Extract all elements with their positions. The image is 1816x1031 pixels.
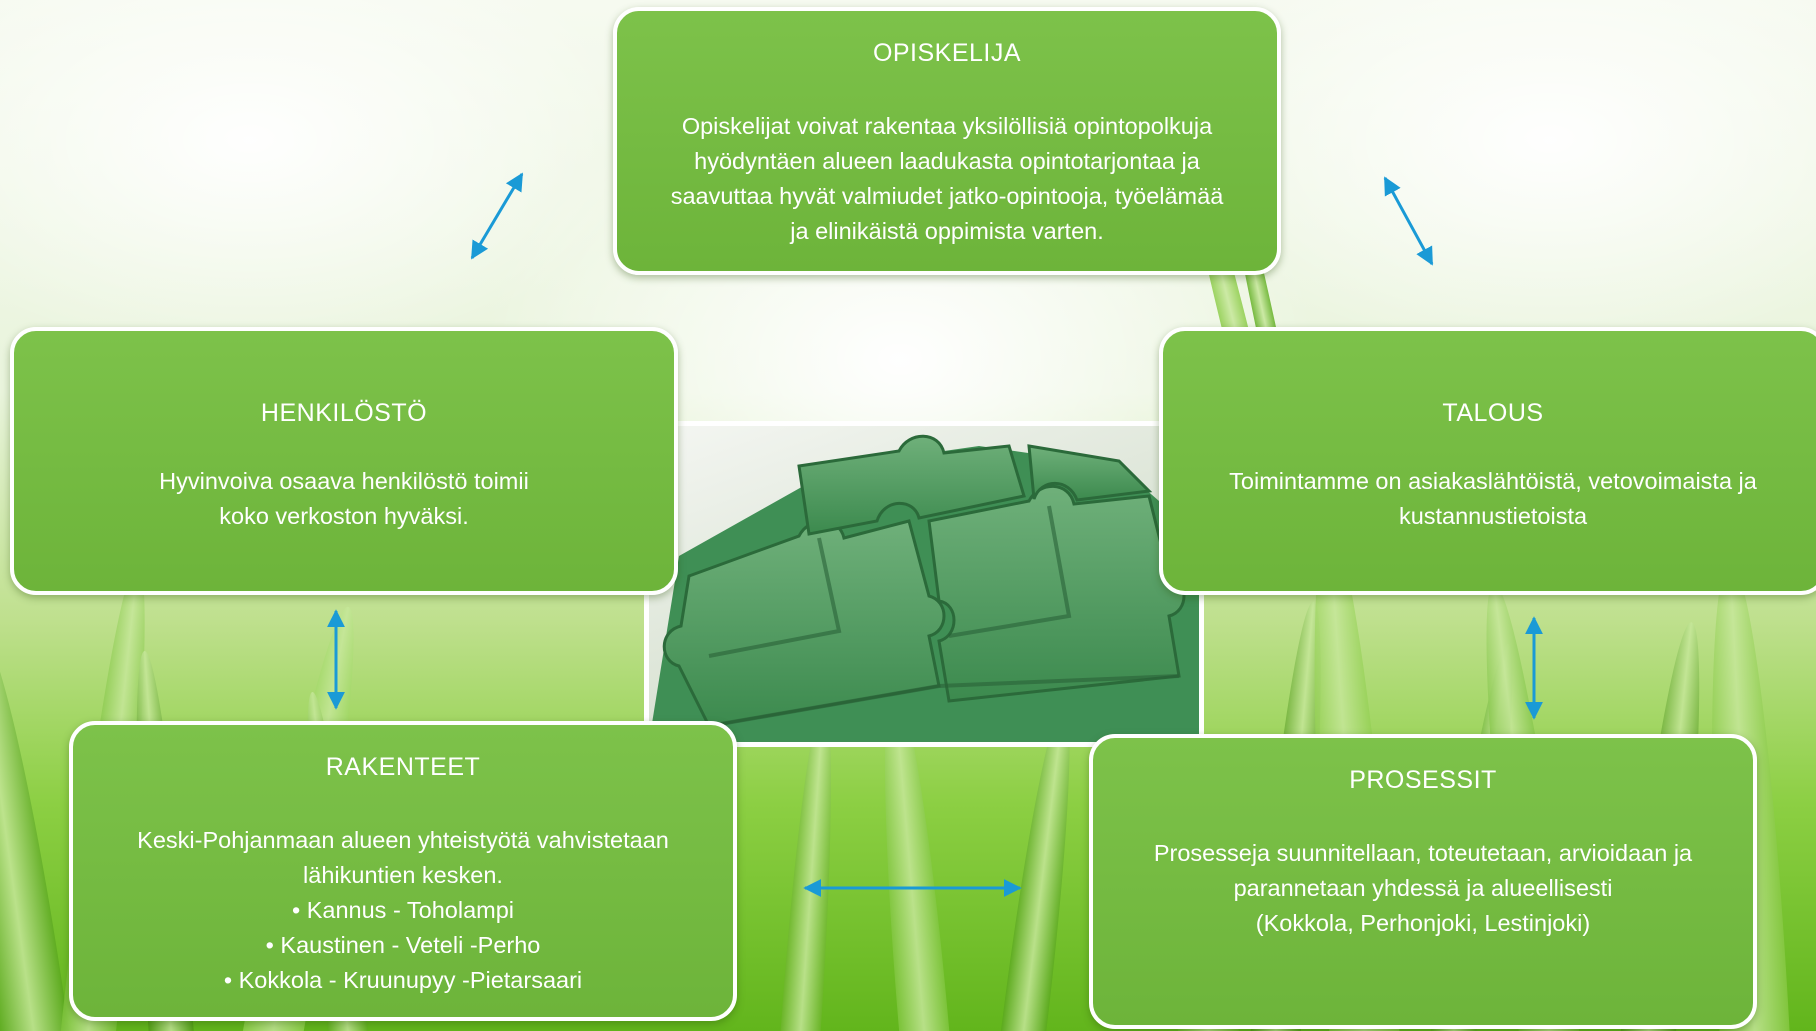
box-prosessit: PROSESSIT Prosesseja suunnitellaan, tote… <box>1089 734 1757 1029</box>
body-line: Keski-Pohjanmaan alueen yhteistyötä vahv… <box>137 827 669 853</box>
box-body: Prosesseja suunnitellaan, toteutetaan, a… <box>1107 836 1739 941</box>
body-line: ja elinikäistä oppimista varten. <box>790 218 1104 244</box>
body-line: koko verkoston hyväksi. <box>219 503 469 529</box>
body-line: Opiskelijat voivat rakentaa yksilöllisiä… <box>681 113 1213 139</box>
box-title: OPISKELIJA <box>872 39 1022 67</box>
box-body: Toimintamme on asiakaslähtöistä, vetovoi… <box>1177 464 1809 534</box>
box-body: Opiskelijat voivat rakentaa yksilöllisiä… <box>631 109 1263 249</box>
box-title: PROSESSIT <box>1349 766 1497 794</box>
body-line: Hyvinvoiva osaava henkilöstö toimii <box>159 468 529 494</box>
box-henkilosto: HENKILÖSTÖ Hyvinvoiva osaava henkilöstö … <box>10 327 678 595</box>
box-rakenteet: RAKENTEET Keski-Pohjanmaan alueen yhteis… <box>69 721 737 1021</box>
box-title: RAKENTEET <box>325 753 481 781</box>
box-title: HENKILÖSTÖ <box>260 399 428 427</box>
body-line: Toimintamme on asiakaslähtöistä, vetovoi… <box>1229 468 1757 494</box>
box-talous: TALOUS Toimintamme on asiakaslähtöistä, … <box>1159 327 1816 595</box>
body-line: Prosesseja suunnitellaan, toteutetaan, a… <box>1153 840 1693 866</box>
list-item: Kaustinen - Veteli -Perho <box>87 928 719 963</box>
body-line: (Kokkola, Perhonjoki, Lestinjoki) <box>1255 910 1591 936</box>
puzzle-pieces-icon <box>649 434 1199 742</box>
puzzle-image <box>644 421 1204 747</box>
box-body: Keski-Pohjanmaan alueen yhteistyötä vahv… <box>87 823 719 998</box>
body-line: kustannustietoista <box>1398 503 1588 529</box>
box-opiskelija: OPISKELIJA Opiskelijat voivat rakentaa y… <box>613 7 1281 275</box>
body-line: parannetaan yhdessä ja alueellisesti <box>1233 875 1613 901</box>
body-line: hyödyntäen alueen laadukasta opintotarjo… <box>694 148 1200 174</box>
box-title: TALOUS <box>1442 399 1544 427</box>
body-line: lähikuntien kesken. <box>303 862 503 888</box>
list-item: Kannus - Toholampi <box>87 893 719 928</box>
bullet-list: Kannus - Toholampi Kaustinen - Veteli -P… <box>87 893 719 998</box>
box-body: Hyvinvoiva osaava henkilöstö toimii koko… <box>28 464 660 534</box>
body-line: saavuttaa hyvät valmiudet jatko-opintooj… <box>670 183 1224 209</box>
list-item: Kokkola - Kruunupyy -Pietarsaari <box>87 963 719 998</box>
